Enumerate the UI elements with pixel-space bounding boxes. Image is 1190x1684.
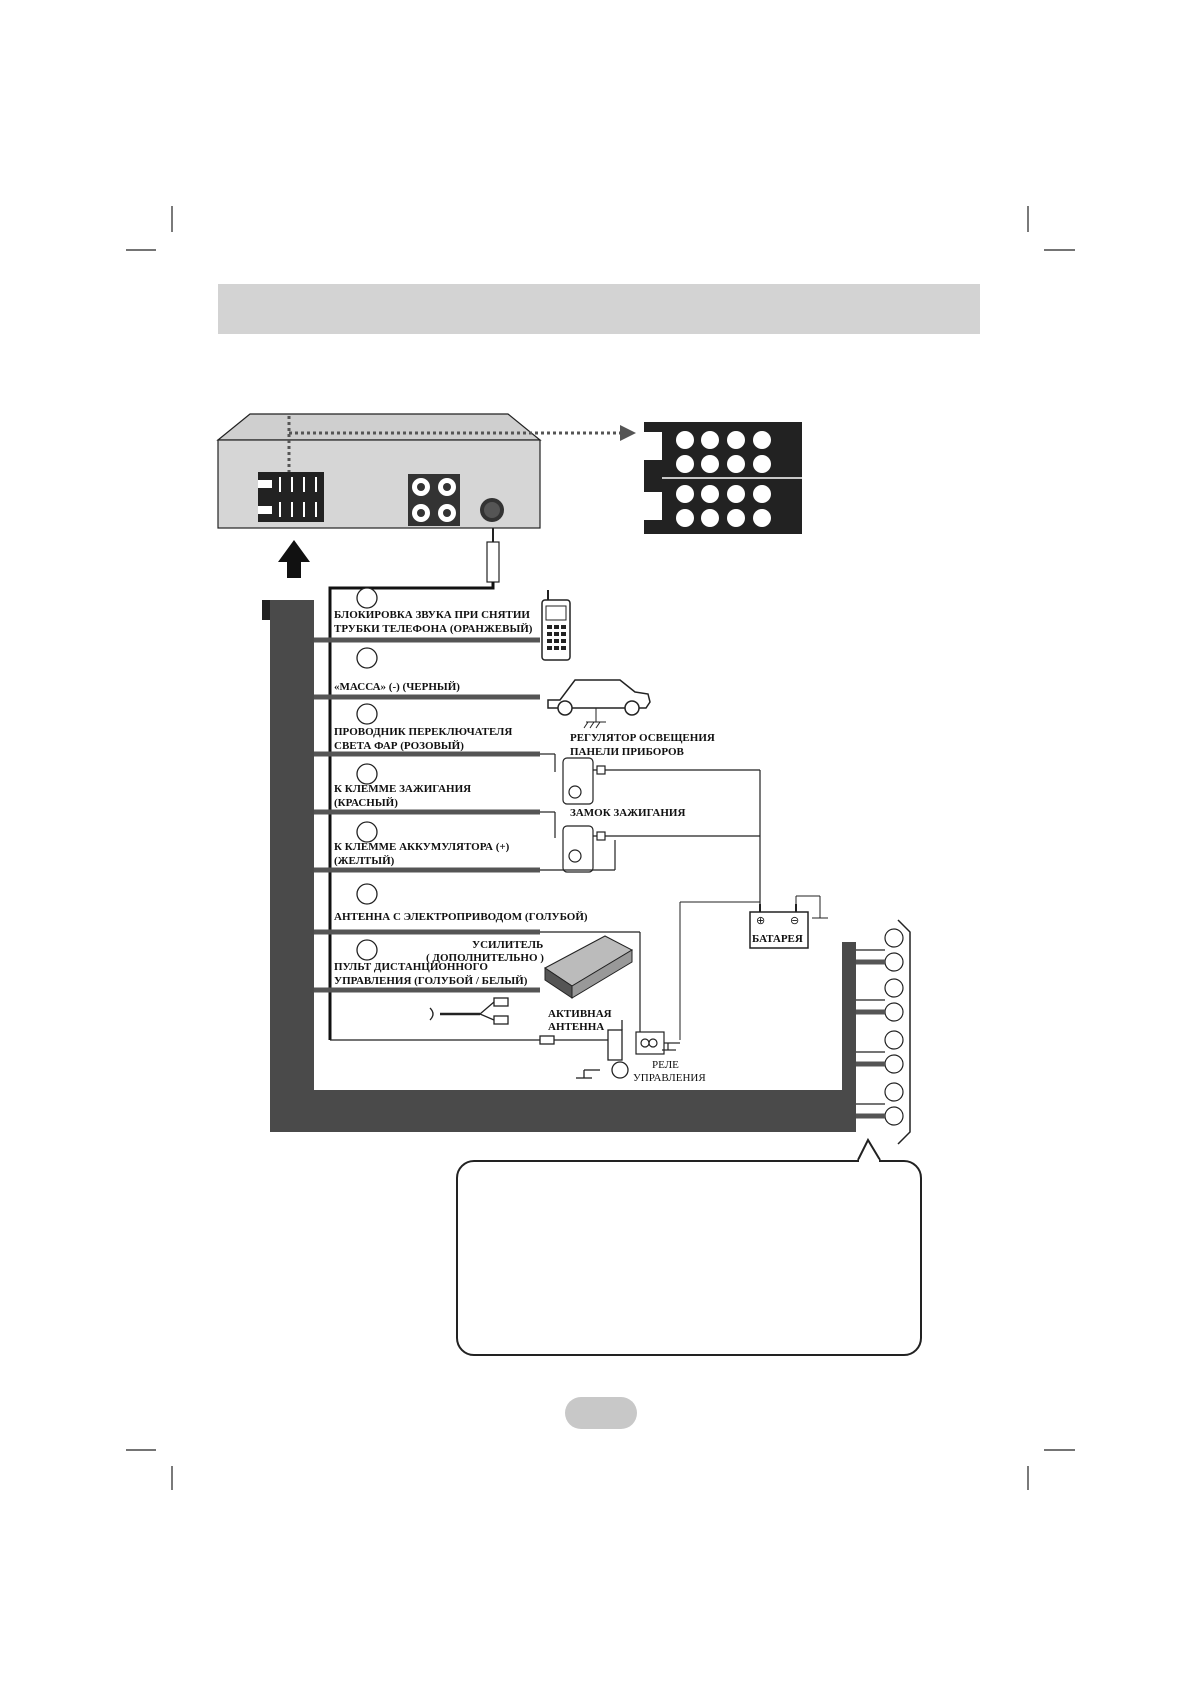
wire-label-battery-2: (ЖЕЛТЫЙ) <box>334 855 395 867</box>
active-antenna-icon <box>330 1020 629 1079</box>
car-icon <box>547 679 651 729</box>
wire-label-headlight-1: ПРОВОДНИК ПЕРЕКЛЮЧАТЕЛЯ <box>334 726 512 738</box>
amplifier-label-2: ( ДОПОЛНИТЕЛЬНО ) <box>426 952 544 964</box>
relay-icon <box>540 931 680 1055</box>
active-antenna-label-2: АНТЕННА <box>548 1021 604 1033</box>
wire-label-headlight-2: СВЕТА ФАР (РОЗОВЫЙ) <box>334 740 464 752</box>
phone-icon <box>541 590 571 661</box>
battery-icon: ⊕ ⊖ <box>679 895 828 1040</box>
page-number-pill <box>565 1397 637 1429</box>
ignition-switch-icon <box>540 811 760 873</box>
rca-cable-icon <box>429 997 509 1025</box>
dimmer-label-2: ПАНЕЛИ ПРИБОРОВ <box>570 746 685 758</box>
relay-label-2: УПРАВЛЕНИЯ <box>633 1072 706 1084</box>
amplifier-label-1: УСИЛИТЕЛЬ <box>472 939 543 951</box>
dimmer-switch-icon <box>540 753 761 910</box>
header-bar <box>218 284 980 334</box>
crop-marks <box>126 206 1075 1490</box>
wire-label-remote-1: ПУЛЬТ ДИСТАНЦИОННОГО <box>334 961 488 973</box>
connector-detail <box>644 422 802 534</box>
active-antenna-label-1: АКТИВНАЯ <box>548 1008 612 1020</box>
wire-label-phone-mute-1: БЛОКИРОВКА ЗВУКА ПРИ СНЯТИИ <box>334 609 530 621</box>
wire-label-antenna-1: АНТЕННА С ЭЛЕКТРОПРИВОДОМ (ГОЛУБОЙ) <box>334 911 588 923</box>
speaker-connector <box>856 919 911 1145</box>
wire-label-remote-2: УПРАВЛЕНИЯ (ГОЛУБОЙ / БЕЛЫЙ) <box>334 975 528 987</box>
svg-text:⊕: ⊕ <box>756 915 765 927</box>
wire-label-ground-1: «МАССА» (-) (ЧЕРНЫЙ) <box>334 681 460 693</box>
wire-label-battery-1: К КЛЕММЕ АККУМУЛЯТОРА (+) <box>334 841 510 853</box>
relay-label-1: РЕЛЕ <box>652 1059 679 1071</box>
dimmer-label-1: РЕГУЛЯТОР ОСВЕЩЕНИЯ <box>570 732 715 744</box>
wire-label-phone-mute-2: ТРУБКИ ТЕЛЕФОНА (ОРАНЖЕВЫЙ) <box>334 623 533 635</box>
svg-text:⊖: ⊖ <box>790 915 799 927</box>
battery-label: БАТАРЕЯ <box>752 933 803 945</box>
note-box <box>456 1160 922 1356</box>
head-unit <box>216 413 636 1040</box>
amplifier-icon <box>544 935 634 999</box>
harness <box>262 587 856 1132</box>
wire-label-ignition-2: (КРАСНЫЙ) <box>334 797 398 809</box>
wire-label-ignition-1: К КЛЕММЕ ЗАЖИГАНИЯ <box>334 783 471 795</box>
ignition-switch-label: ЗАМОК ЗАЖИГАНИЯ <box>570 807 685 819</box>
